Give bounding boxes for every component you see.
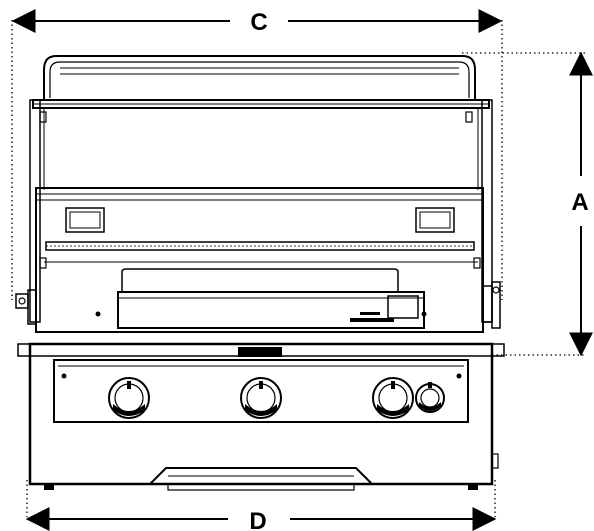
grill-base [28, 342, 499, 491]
burner-knob-2[interactable] [240, 377, 282, 419]
dimension-a: A [569, 51, 593, 357]
dimension-c: C [11, 9, 503, 36]
right-foot [468, 484, 478, 490]
extension-lines [11, 20, 585, 517]
ignition-knob[interactable] [415, 382, 445, 413]
hood [29, 55, 493, 323]
firebox [35, 187, 484, 333]
brand-badge [238, 347, 282, 357]
right-bracket [482, 281, 501, 329]
right-vent [415, 207, 455, 233]
dimension-c-label: C [250, 9, 267, 36]
left-foot [44, 484, 54, 490]
dimension-a-label: A [571, 189, 588, 216]
burner-shield [95, 268, 427, 329]
dimension-d-label: D [249, 508, 266, 531]
dimension-d: D [25, 507, 497, 531]
burner-knob-3[interactable] [372, 377, 414, 419]
warming-rack [45, 241, 475, 251]
left-bracket [15, 289, 37, 325]
left-vent [65, 207, 105, 233]
drip-tray-handle[interactable] [149, 467, 373, 491]
control-panel [53, 359, 469, 423]
burner-knob-1[interactable] [108, 377, 150, 419]
side-connector [491, 453, 499, 469]
